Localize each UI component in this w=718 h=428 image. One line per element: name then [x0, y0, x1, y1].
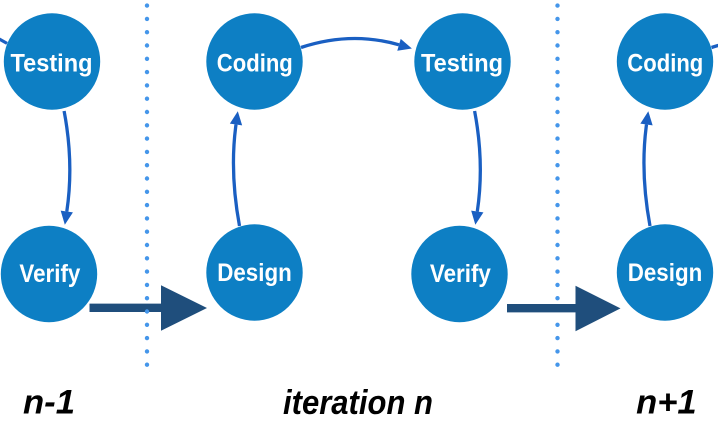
svg-text:n+1: n+1 — [636, 384, 697, 422]
svg-text:n-1: n-1 — [23, 384, 75, 422]
svg-text:iteration n: iteration n — [283, 384, 433, 422]
